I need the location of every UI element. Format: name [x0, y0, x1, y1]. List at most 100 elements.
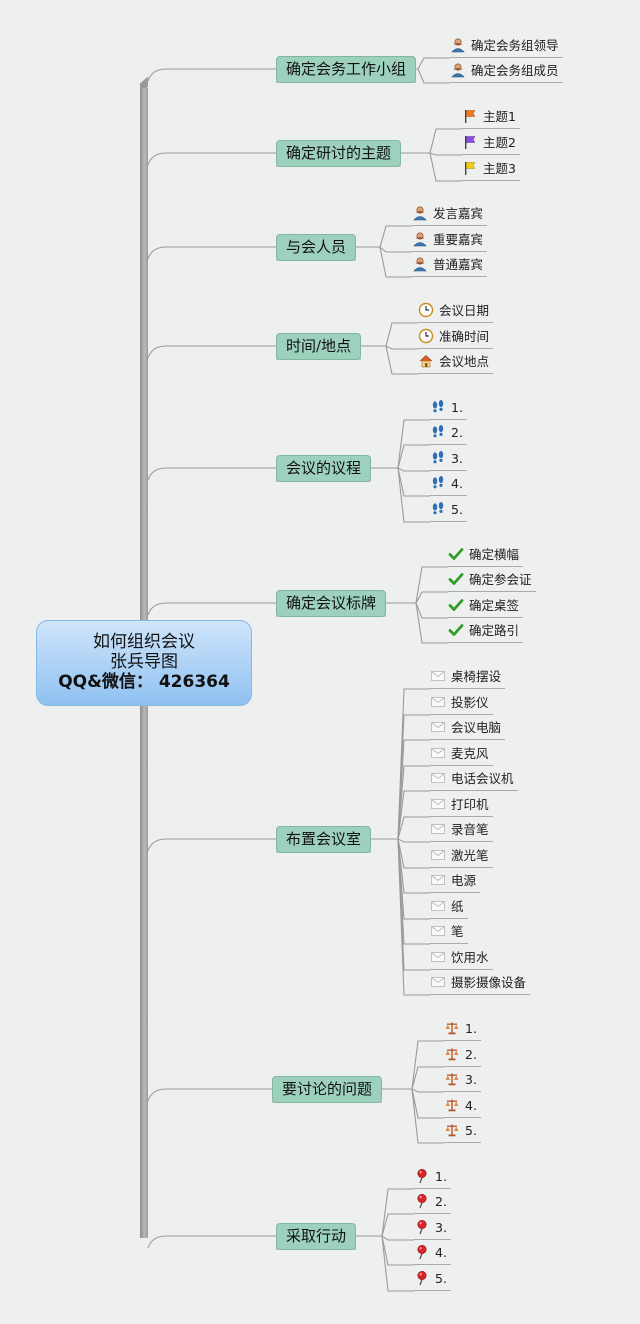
scales-icon — [444, 1097, 460, 1113]
leaf-item[interactable]: 电话会议机 — [430, 768, 518, 791]
topic-5[interactable]: 会议的议程 — [276, 455, 372, 482]
leaf-label: 3. — [435, 1220, 447, 1235]
leaf-label: 投影仪 — [451, 695, 489, 710]
leaf-label: 5. — [451, 502, 463, 517]
topic-9[interactable]: 采取行动 — [276, 1223, 357, 1250]
leaf-label: 主题3 — [483, 161, 516, 176]
leaf-label: 会议地点 — [439, 354, 490, 369]
leaf-item[interactable]: 纸 — [430, 896, 468, 919]
pushpin-icon — [414, 1244, 430, 1260]
leaf-label: 2. — [451, 425, 463, 440]
leaf-item[interactable]: 确定桌签 — [448, 595, 524, 618]
envelope-icon — [430, 796, 446, 812]
leaf-item[interactable]: 确定参会证 — [448, 569, 536, 592]
leaf-item[interactable]: 2. — [430, 422, 467, 445]
leaf-item[interactable]: 饮用水 — [430, 947, 493, 970]
leaf-label: 普通嘉宾 — [433, 257, 484, 272]
topic-8[interactable]: 要讨论的问题 — [272, 1076, 383, 1103]
leaf-item[interactable]: 发言嘉宾 — [412, 203, 488, 226]
pushpin-icon — [414, 1168, 430, 1184]
topic-2[interactable]: 确定研讨的主题 — [276, 140, 402, 167]
envelope-icon — [430, 694, 446, 710]
leaf-item[interactable]: 会议地点 — [418, 351, 494, 374]
topic-1[interactable]: 确定会务工作小组 — [276, 56, 417, 83]
leaf-item[interactable]: 3. — [430, 448, 467, 471]
leaf-item[interactable]: 普通嘉宾 — [412, 254, 488, 277]
leaf-item[interactable]: 主题3 — [462, 158, 520, 181]
leaf-item[interactable]: 桌椅摆设 — [430, 666, 506, 689]
leaf-label: 确定横幅 — [469, 547, 520, 562]
scales-icon — [444, 1122, 460, 1138]
leaf-item[interactable]: 4. — [430, 473, 467, 496]
leaf-item[interactable]: 确定路引 — [448, 620, 524, 643]
leaf-item[interactable]: 笔 — [430, 921, 468, 944]
leaf-label: 确定路引 — [469, 623, 520, 638]
central-topic-author: 张兵导图 — [110, 652, 178, 672]
spine-connector-8 — [147, 1088, 272, 1102]
leaf-item[interactable]: 5. — [430, 499, 467, 522]
leaf-label: 确定桌签 — [469, 598, 520, 613]
leaf-item[interactable]: 1. — [414, 1166, 451, 1189]
leaf-label: 饮用水 — [451, 950, 489, 965]
leaf-item[interactable]: 确定会务组领导 — [450, 35, 563, 58]
topic-3[interactable]: 与会人员 — [276, 234, 357, 261]
leaf-item[interactable]: 打印机 — [430, 794, 493, 817]
leaf-item[interactable]: 1. — [430, 397, 467, 420]
leaf-label: 5. — [465, 1123, 477, 1138]
leaf-item[interactable]: 重要嘉宾 — [412, 229, 488, 252]
leaf-label: 笔 — [451, 924, 464, 939]
envelope-icon — [430, 898, 446, 914]
leaf-item[interactable]: 4. — [414, 1242, 451, 1265]
leaf-item[interactable]: 确定横幅 — [448, 544, 524, 567]
leaf-item[interactable]: 2. — [444, 1044, 481, 1067]
leaf-item[interactable]: 3. — [414, 1217, 451, 1240]
leaf-item[interactable]: 投影仪 — [430, 692, 493, 715]
leaf-connector — [356, 1188, 414, 1237]
leaf-item[interactable]: 激光笔 — [430, 845, 493, 868]
leaf-label: 2. — [465, 1047, 477, 1062]
leaf-item[interactable]: 准确时间 — [418, 326, 494, 349]
leaf-item[interactable]: 确定会务组成员 — [450, 60, 563, 83]
leaf-item[interactable]: 主题1 — [462, 106, 520, 129]
spine-connector-4 — [147, 345, 276, 359]
clock-icon — [418, 302, 434, 318]
leaf-item[interactable]: 5. — [414, 1268, 451, 1291]
leaf-connector — [401, 128, 462, 154]
leaf-label: 主题1 — [483, 109, 516, 124]
spine-connector-3 — [147, 246, 276, 260]
topic-6[interactable]: 确定会议标牌 — [276, 590, 387, 617]
pushpin-icon — [414, 1193, 430, 1209]
leaf-item[interactable]: 录音笔 — [430, 819, 493, 842]
leaf-item[interactable]: 主题2 — [462, 132, 520, 155]
leaf-connector — [356, 1213, 414, 1237]
leaf-item[interactable]: 5. — [444, 1120, 481, 1143]
leaf-connector — [386, 602, 448, 644]
leaf-item[interactable]: 1. — [444, 1018, 481, 1041]
scales-icon — [444, 1071, 460, 1087]
leaf-label: 电源 — [451, 873, 477, 888]
leaf-connector — [371, 739, 430, 840]
leaf-item[interactable]: 2. — [414, 1191, 451, 1214]
checkmark-icon — [448, 597, 464, 613]
leaf-item[interactable]: 会议电脑 — [430, 717, 506, 740]
leaf-item[interactable]: 摄影摄像设备 — [430, 972, 531, 995]
leaf-item[interactable]: 3. — [444, 1069, 481, 1092]
leaf-item[interactable]: 会议日期 — [418, 300, 494, 323]
topic-4[interactable]: 时间/地点 — [276, 333, 362, 360]
topic-7[interactable]: 布置会议室 — [276, 826, 372, 853]
flag-purple-icon — [462, 134, 478, 150]
leaf-item[interactable]: 4. — [444, 1095, 481, 1118]
leaf-label: 重要嘉宾 — [433, 232, 484, 247]
spine-connector-9 — [147, 1235, 276, 1249]
leaf-connector — [356, 1235, 414, 1292]
leaf-connector — [416, 57, 450, 70]
leaf-connector — [386, 566, 448, 604]
leaf-label: 会议电脑 — [451, 720, 502, 735]
leaf-item[interactable]: 电源 — [430, 870, 481, 893]
leaf-label: 打印机 — [451, 797, 489, 812]
central-topic[interactable]: 如何组织会议 张兵导图 QQ&微信： 426364 — [36, 620, 252, 706]
leaf-item[interactable]: 麦克风 — [430, 743, 493, 766]
spine-connector-1 — [147, 68, 276, 82]
spine-connector-7 — [147, 838, 276, 852]
